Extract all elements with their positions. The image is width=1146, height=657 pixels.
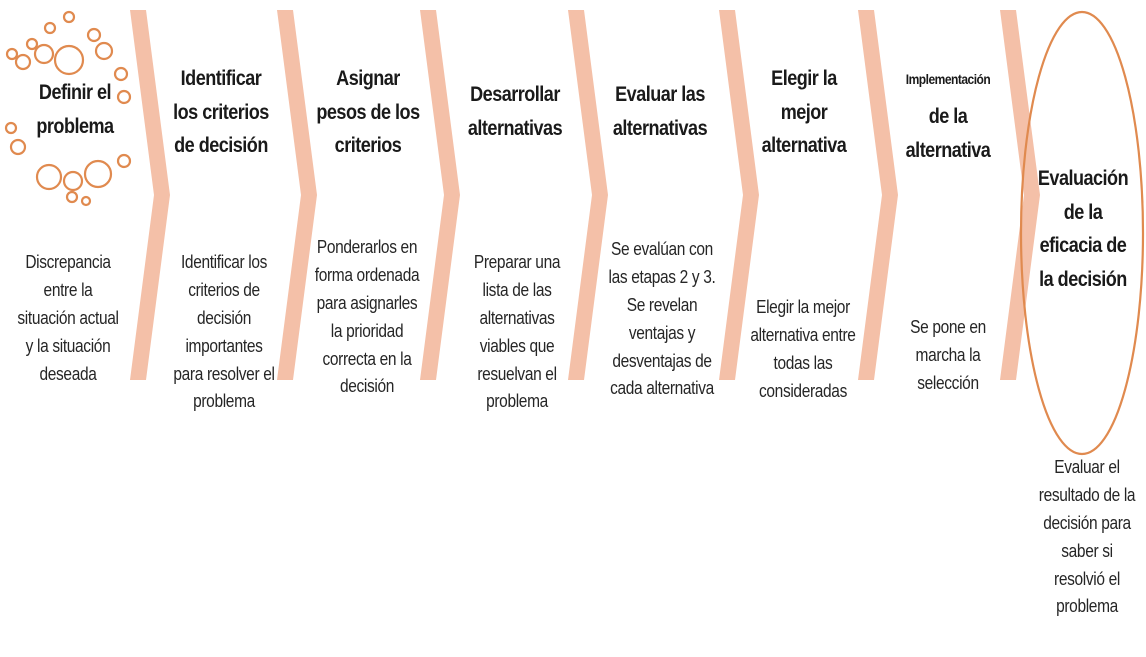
step-2-description: Identificar los criterios de decisión im… [173,252,275,412]
circle-deco [62,170,84,192]
circle-deco [86,27,102,43]
step-7-title-top: Implementación [905,71,991,87]
step-1-title: Definir el problema [36,81,114,138]
circle-deco [5,47,19,61]
chevron-arrow-5 [719,10,759,380]
circle-deco [80,195,92,207]
chevron-arrow-2 [277,10,317,380]
step-7-description: Se pone en marcha la selección [910,317,986,393]
circle-deco [25,37,39,51]
final-step-ellipse [1019,10,1145,456]
step-1-description: Discrepancia entre la situación actual y… [17,252,119,384]
circle-deco [83,159,113,189]
circle-deco [33,43,55,65]
step-7-title: de la alternativa [905,105,991,162]
circle-deco [113,66,129,82]
circle-deco [62,10,76,24]
step-3-title: Asignar pesos de los criterios [316,67,420,158]
step-6-title: Elegir la mejor alternativa [761,67,847,158]
circle-deco [43,21,57,35]
step-8-description: Evaluar el resultado de la decisión para… [1038,457,1136,617]
step-5-title: Evaluar las alternativas [612,83,708,140]
circle-deco [14,53,32,71]
chevron-arrow-3 [420,10,460,380]
step-6-description: Elegir la mejor alternativa entre todas … [750,297,856,401]
circle-deco [116,153,132,169]
decorative-circles [4,10,132,207]
chevron-arrow-1 [130,10,170,380]
step-4-description: Preparar una lista de las alternativas v… [473,252,561,412]
circle-deco [53,44,85,76]
circle-deco [94,41,114,61]
chevron-arrow-6 [858,10,898,380]
circle-deco [9,138,27,156]
chevron-arrow-4 [568,10,608,380]
circle-deco [4,121,18,135]
circle-deco [35,163,63,191]
circle-deco [65,190,79,204]
step-3-description: Ponderarlos en forma ordenada para asign… [314,237,420,397]
step-8-title: Evaluación de la eficacia de la decisión [1037,167,1129,291]
circle-deco [116,89,132,105]
step-2-title: Identificar los criterios de decisión [173,67,269,158]
step-5-description: Se evalúan con las etapas 2 y 3. Se reve… [608,239,716,399]
step-4-title: Desarrollar alternativas [467,83,563,140]
chevron-arrow-7 [1000,10,1040,380]
